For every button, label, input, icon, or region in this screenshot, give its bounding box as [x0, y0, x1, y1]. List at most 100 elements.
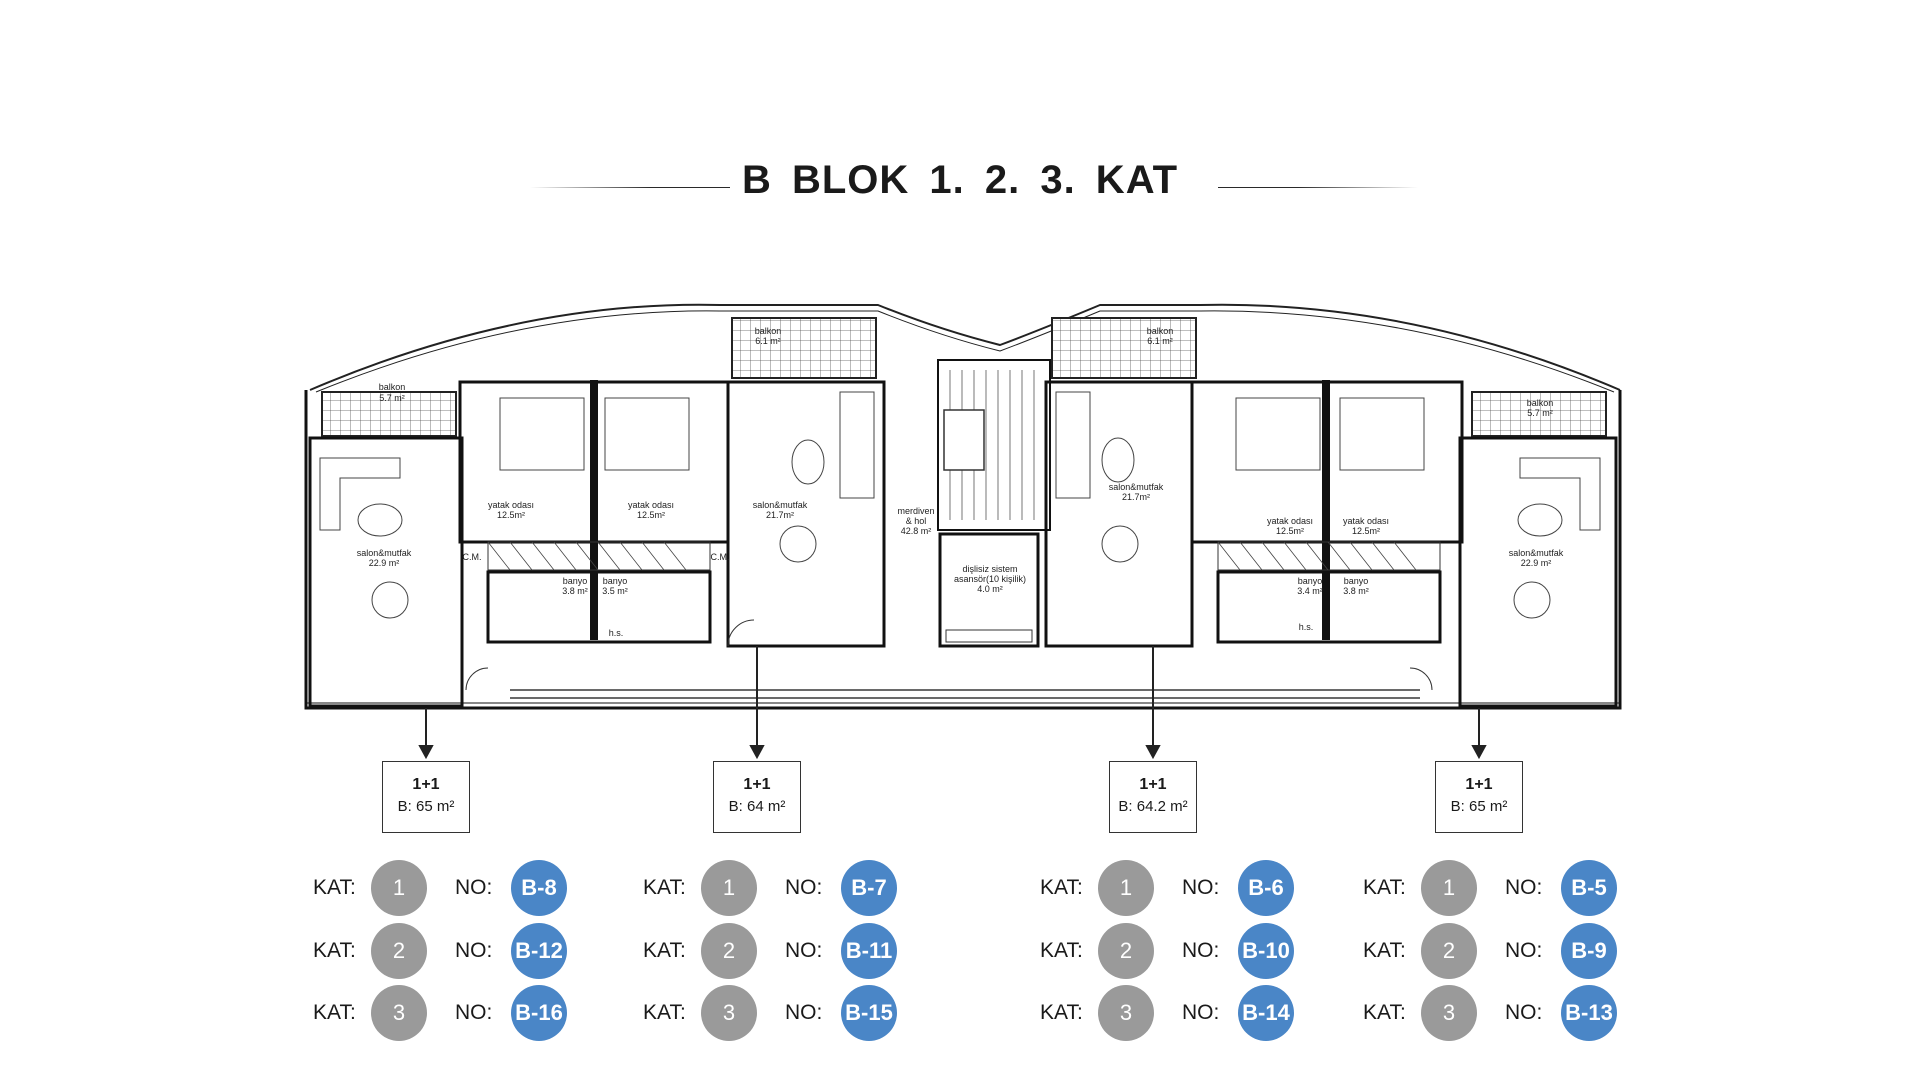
room-area: 12.5m²: [1352, 526, 1380, 536]
room-label: salon&mutfak: [1109, 482, 1164, 492]
unit-box: 1+1 B: 65 m²: [382, 761, 470, 833]
room-area: 6.1 m²: [755, 336, 781, 346]
roof-curve: [309, 303, 1621, 391]
room-area: 3.8 m²: [562, 586, 588, 596]
unit-type: 1+1: [412, 776, 440, 793]
unit-area: B: 64.2 m²: [1118, 798, 1188, 815]
room-label: C.M.: [463, 552, 482, 562]
unit-number-badge: B-13: [1561, 985, 1617, 1041]
unit-number-badge: B-5: [1561, 860, 1617, 916]
kat-label: KAT:: [643, 939, 686, 962]
kat-label: KAT:: [1040, 939, 1083, 962]
room-label: asansör(10 kişilik): [954, 574, 1026, 584]
kat-label: KAT:: [1040, 1001, 1083, 1024]
no-label: NO:: [455, 939, 493, 962]
kat-label: KAT:: [313, 1001, 356, 1024]
unit-a-walls: [308, 436, 464, 708]
room-label: salon&mutfak: [357, 548, 412, 558]
unit-number-badge: B-10: [1238, 923, 1294, 979]
kat-label: KAT:: [1363, 876, 1406, 899]
floor-unit-row: KAT: 2 NO: B-9: [1363, 923, 1617, 979]
room-label: yatak odası: [628, 500, 674, 510]
room-area: 22.9 m²: [1521, 558, 1552, 568]
room-area: 5.7 m²: [379, 393, 405, 403]
stair-core: [937, 359, 1051, 531]
room-label: balkon: [1147, 326, 1174, 336]
room-label: balkon: [755, 326, 782, 336]
balcony-b: [731, 317, 877, 379]
floor-unit-row: KAT: 1 NO: B-7: [643, 860, 897, 916]
room-area: 6.1 m²: [1147, 336, 1173, 346]
title-rule-right: [1218, 187, 1418, 188]
unit-number-badge: B-12: [511, 923, 567, 979]
room-area: 3.5 m²: [602, 586, 628, 596]
room-label: banyo: [563, 576, 588, 586]
unit-number-badge: B-11: [841, 923, 897, 979]
floor-unit-row: KAT: 3 NO: B-16: [313, 985, 567, 1041]
unit-c-walls: [1044, 380, 1194, 648]
unit-box: 1+1 B: 64 m²: [713, 761, 801, 833]
room-area: 12.5m²: [637, 510, 665, 520]
room-area: 21.7m²: [766, 510, 794, 520]
unit-type: 1+1: [743, 776, 771, 793]
no-label: NO:: [1505, 939, 1543, 962]
room-label: h.s.: [1299, 622, 1314, 632]
unit-area: B: 65 m²: [397, 798, 455, 815]
room-area: 22.9 m²: [369, 558, 400, 568]
room-label: yatak odası: [1267, 516, 1313, 526]
kat-label: KAT:: [1363, 939, 1406, 962]
floor-badge: 3: [701, 985, 757, 1041]
floor-unit-row: KAT: 1 NO: B-8: [313, 860, 567, 916]
floor-badge: 2: [1421, 923, 1477, 979]
no-label: NO:: [1182, 876, 1220, 899]
kat-label: KAT:: [643, 876, 686, 899]
floor-unit-row: KAT: 2 NO: B-10: [1040, 923, 1294, 979]
room-area: 3.4 m²: [1297, 586, 1323, 596]
floor-badge: 3: [371, 985, 427, 1041]
kat-label: KAT:: [313, 876, 356, 899]
unit-area: B: 64 m²: [728, 798, 786, 815]
room-label: balkon: [379, 382, 406, 392]
room-label: banyo: [603, 576, 628, 586]
room-label: salon&mutfak: [753, 500, 808, 510]
unit-arrows: [418, 646, 1487, 760]
no-label: NO:: [455, 876, 493, 899]
floor-badge: 1: [701, 860, 757, 916]
floor-unit-row: KAT: 1 NO: B-6: [1040, 860, 1294, 916]
room-area: 3.8 m²: [1343, 586, 1369, 596]
floor-badge: 1: [1098, 860, 1154, 916]
no-label: NO:: [1505, 876, 1543, 899]
room-area: 42.8 m²: [901, 526, 932, 536]
floor-badge: 2: [1098, 923, 1154, 979]
room-label: yatak odası: [1343, 516, 1389, 526]
unit-box: 1+1 B: 64.2 m²: [1109, 761, 1197, 833]
unit-number-badge: B-14: [1238, 985, 1294, 1041]
room-label: balkon: [1527, 398, 1554, 408]
floor-unit-row: KAT: 2 NO: B-11: [643, 923, 897, 979]
kat-label: KAT:: [1363, 1001, 1406, 1024]
unit-number-badge: B-8: [511, 860, 567, 916]
building-outline: [304, 390, 1622, 710]
no-label: NO:: [455, 1001, 493, 1024]
unit-type: 1+1: [1465, 776, 1493, 793]
room-area: 5.7 m²: [1527, 408, 1553, 418]
floor-unit-row: KAT: 3 NO: B-15: [643, 985, 897, 1041]
room-label: banyo: [1298, 576, 1323, 586]
floor-unit-row: KAT: 3 NO: B-14: [1040, 985, 1294, 1041]
room-area: 4.0 m²: [977, 584, 1003, 594]
room-label: C.M.: [711, 552, 730, 562]
no-label: NO:: [785, 1001, 823, 1024]
room-label: yatak odası: [488, 500, 534, 510]
floor-badge: 2: [371, 923, 427, 979]
floor-badge: 2: [701, 923, 757, 979]
unit-number-badge: B-7: [841, 860, 897, 916]
kat-label: KAT:: [1040, 876, 1083, 899]
no-label: NO:: [1182, 939, 1220, 962]
room-label: dişlisiz sistem: [962, 564, 1017, 574]
room-label: & hol: [906, 516, 927, 526]
no-label: NO:: [1182, 1001, 1220, 1024]
unit-number-badge: B-16: [511, 985, 567, 1041]
kat-label: KAT:: [643, 1001, 686, 1024]
unit-number-badge: B-9: [1561, 923, 1617, 979]
unit-type: 1+1: [1139, 776, 1167, 793]
